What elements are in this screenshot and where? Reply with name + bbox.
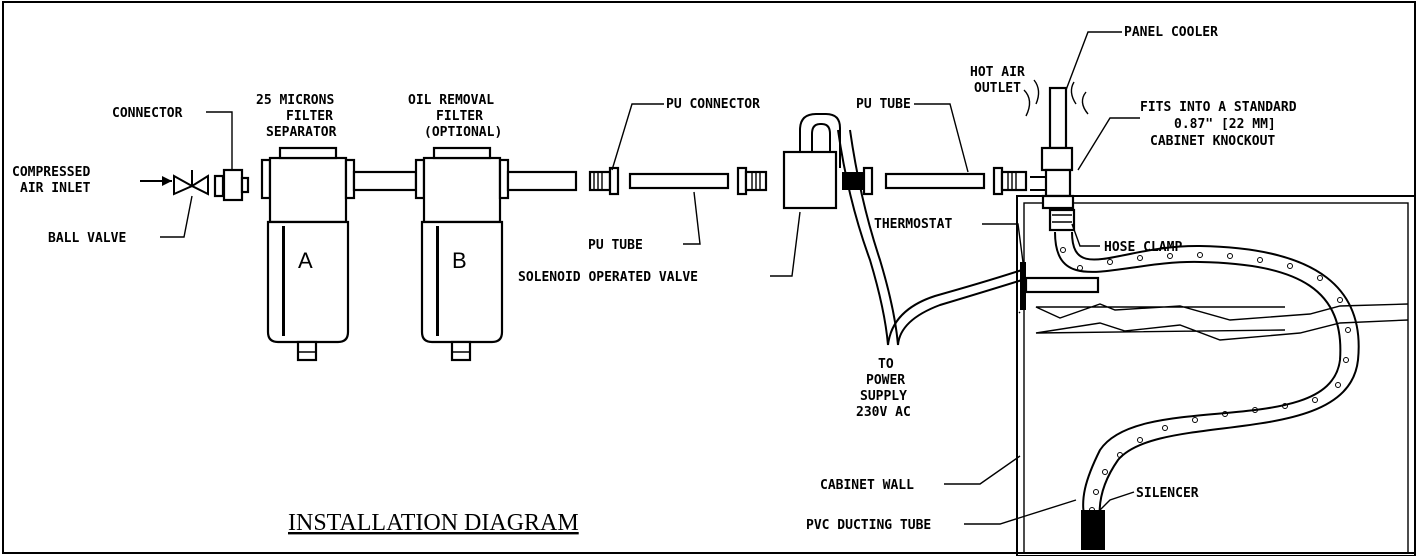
label-compressed-2: AIR INLET [20,181,91,196]
label-pvc-tube: PVC DUCTING TUBE [806,518,931,533]
label-fits-3: CABINET KNOCKOUT [1150,134,1275,149]
label-power-3: SUPPLY [860,389,907,404]
label-filter-b-2: FILTER [436,109,483,124]
pu-connector-right [842,166,874,196]
thermostat [1020,262,1100,310]
filter-a-letter: A [298,248,313,273]
label-filter-b-3: (OPTIONAL) [424,125,502,140]
label-solenoid: SOLENOID OPERATED VALVE [518,270,698,285]
hose-clamp [1048,208,1076,232]
label-pu-tube-top: PU TUBE [856,97,911,112]
panel-cooler [1030,86,1075,210]
leader-lines [160,31,1140,525]
label-hot-air-2: OUTLET [974,81,1021,96]
pvc-ducting-tube [1054,231,1360,521]
label-silencer: SILENCER [1136,486,1199,501]
connector [213,168,250,202]
label-hot-air-1: HOT AIR [970,65,1025,80]
label-power-2: POWER [866,373,905,388]
hot-air-arcs [1023,79,1089,117]
label-filter-a-1: 25 MICRONS [256,93,334,108]
label-filter-a-2: FILTER [286,109,333,124]
label-hose-clamp: HOSE CLAMP [1104,240,1182,255]
label-fits-1: FITS INTO A STANDARD [1140,100,1297,115]
pu-connector-left [588,166,620,196]
label-cabinet-wall: CABINET WALL [820,478,914,493]
label-power-1: TO [878,357,894,372]
label-pu-connector: PU CONNECTOR [666,97,760,112]
diagram-title: INSTALLATION DIAGRAM [288,510,579,536]
label-filter-a-3: SEPARATOR [266,125,337,140]
break-lines [1035,303,1409,341]
label-connector: CONNECTOR [112,106,183,121]
silencer [1081,510,1105,550]
pipe-b-out [506,170,578,192]
cabinet [1016,195,1416,556]
pu-connector-mid [736,166,768,196]
pu-tube-left [628,172,730,190]
solenoid-valve [782,113,841,210]
label-filter-b-1: OIL REMOVAL [408,93,494,108]
ball-valve [173,170,209,196]
label-power-4: 230V AC [856,405,911,420]
label-pu-tube-bottom: PU TUBE [588,238,643,253]
label-ball-valve: BALL VALVE [48,231,126,246]
filter-a [260,146,356,362]
inlet-arrowhead [162,176,172,186]
label-fits-2: 0.87" [22 MM] [1174,117,1276,132]
label-panel-cooler: PANEL COOLER [1124,25,1218,40]
pu-connector-cooler [992,166,1028,196]
pu-tube-right [884,172,986,190]
filter-b-letter: B [452,248,467,273]
pipe-a-b [352,170,418,192]
power-wires [837,129,1023,346]
label-compressed-1: COMPRESSED [12,165,90,180]
label-thermostat: THERMOSTAT [874,217,952,232]
filter-b [414,146,510,362]
